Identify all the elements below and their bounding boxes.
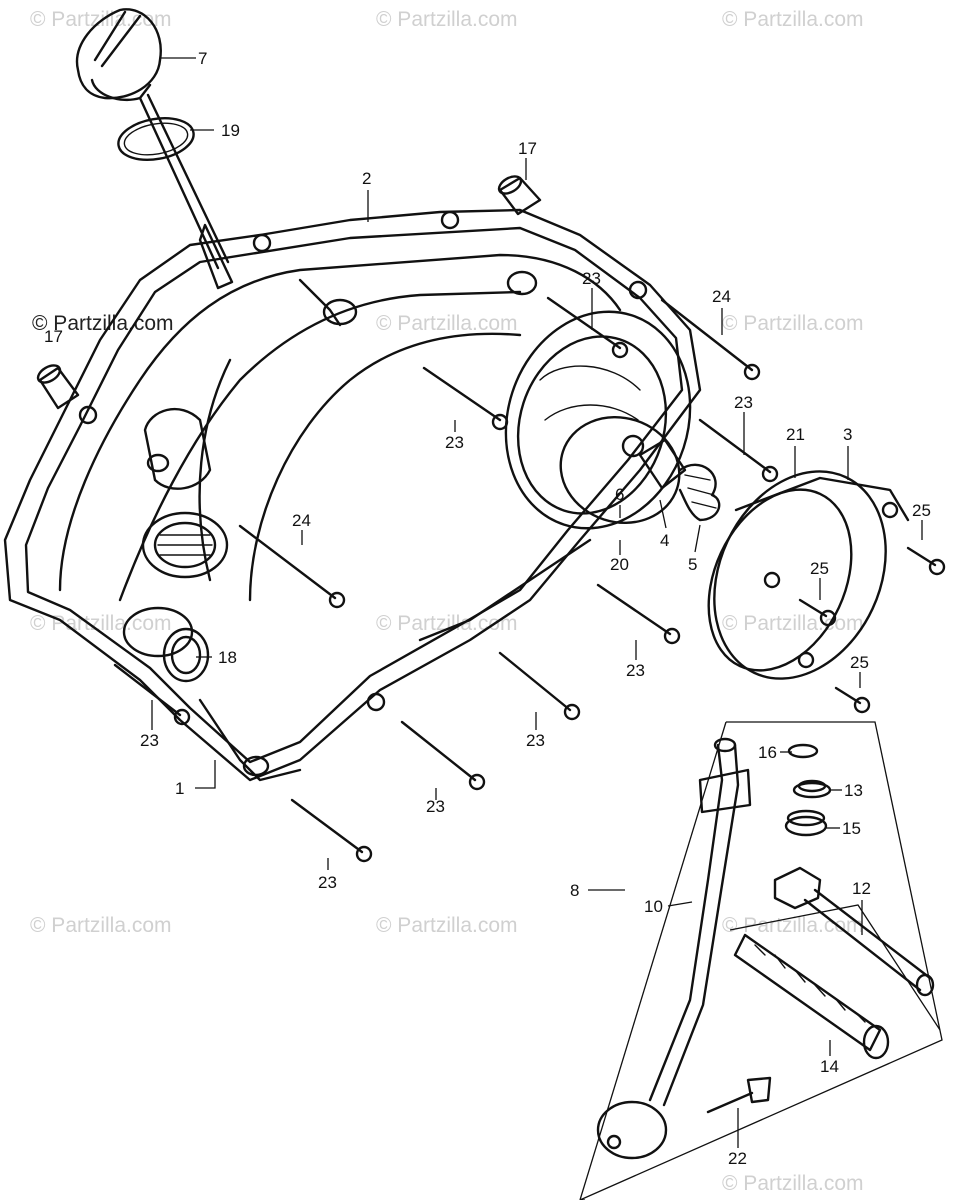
part-label: 13: [844, 781, 863, 800]
part-label: 18: [218, 648, 237, 667]
part-label: 22: [728, 1149, 747, 1168]
part-label: 5: [688, 555, 697, 574]
part-number-labels: 7 19 2 17 17 23 24 23 23 21 3 6 4 5 20 2…: [44, 49, 931, 1168]
watermark: © Partzilla.com: [722, 312, 864, 335]
part-label: 25: [850, 653, 869, 672]
oil-filler-cap-drawing: [75, 8, 234, 290]
part-label: 17: [518, 139, 537, 158]
part-label: 19: [221, 121, 240, 140]
watermark: © Partzilla.com: [722, 1172, 864, 1195]
part-label: 1: [175, 779, 184, 798]
part-label: 6: [615, 485, 624, 504]
filter-screen-drawing: [733, 933, 890, 1060]
dowel-pin-drawing: [36, 175, 542, 410]
part-label: 17: [44, 327, 63, 346]
part-label: 23: [426, 797, 445, 816]
part-label: 14: [820, 1057, 839, 1076]
part-label: 12: [852, 879, 871, 898]
filter-cover-drawing: [707, 470, 910, 680]
part-label: 24: [712, 287, 731, 306]
oil-pipe-drawing: [596, 737, 752, 1160]
part-label: 23: [626, 661, 645, 680]
gasket-drawing: [3, 208, 702, 782]
part-label: 23: [582, 269, 601, 288]
crankcase-cover-drawing: [58, 253, 622, 782]
part-label: 23: [734, 393, 753, 412]
watermark-layer: © Partzilla.com © Partzilla.com © Partzi…: [30, 8, 864, 1195]
part-label: 3: [843, 425, 852, 444]
inset-box: [579, 721, 943, 1200]
watermark: © Partzilla.com: [30, 914, 172, 937]
spring-drawing: [638, 438, 721, 522]
filter-housing-drawing: [504, 310, 692, 530]
watermark: © Partzilla.com: [376, 914, 518, 937]
part-label: 25: [810, 559, 829, 578]
watermark: © Partzilla.com: [722, 612, 864, 635]
banjo-bolt-drawing: [706, 1076, 772, 1114]
part-label: 10: [644, 897, 663, 916]
part-label: 23: [526, 731, 545, 750]
part-label: 7: [198, 49, 207, 68]
part-label: 23: [445, 433, 464, 452]
part-label: 4: [660, 531, 669, 550]
part-label: 8: [570, 881, 579, 900]
o-ring-drawing: [117, 117, 195, 161]
part-label: 24: [292, 511, 311, 530]
part-label: 2: [362, 169, 371, 188]
watermark: © Partzilla.com: [30, 612, 172, 635]
part-label: 25: [912, 501, 931, 520]
part-label: 23: [140, 731, 159, 750]
watermark: © Partzilla.com: [376, 612, 518, 635]
part-label: 23: [318, 873, 337, 892]
watermark: © Partzilla.com: [376, 8, 518, 31]
part-label: 21: [786, 425, 805, 444]
part-label: 15: [842, 819, 861, 838]
part-label: 20: [610, 555, 629, 574]
watermark: © Partzilla.com: [376, 312, 518, 335]
screw-drawings: [113, 296, 946, 863]
oil-seal-drawing: [162, 627, 210, 683]
part-label: 16: [758, 743, 777, 762]
watermark: © Partzilla.com: [722, 914, 864, 937]
ring-drawings: [784, 743, 832, 837]
watermark: © Partzilla.com: [722, 8, 864, 31]
bolt-drawing: [773, 866, 935, 997]
leader-lines: [151, 57, 923, 1148]
